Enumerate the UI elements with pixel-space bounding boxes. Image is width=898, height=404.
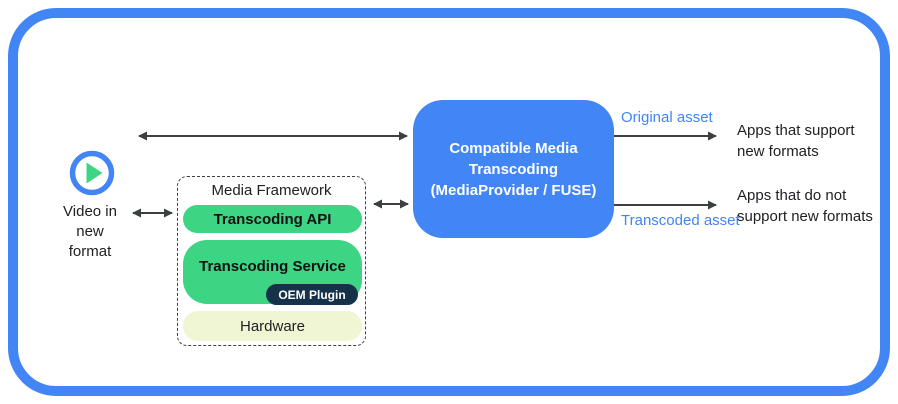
apps-support-text: Apps that support new formats [737,122,855,160]
oem-plugin-pill: OEM Plugin [266,284,358,305]
hardware-pill: Hardware [183,311,362,341]
outer-rounded-frame [8,8,890,396]
original-asset-label: Original asset [621,109,713,126]
transcoding-api-pill: Transcoding API [183,205,362,233]
transcoded-asset-label: Transcoded asset [621,212,740,229]
hub-line-3: (MediaProvider / FUSE) [430,181,597,199]
apps-no-support-text: Apps that do not support new formats [737,187,873,225]
video-source-label: Video in new format [63,203,117,260]
compatible-media-transcoding-box: Compatible Media Transcoding (MediaProvi… [413,100,614,238]
hub-line-1: Compatible Media [449,139,578,157]
hub-line-2: Transcoding [468,160,559,178]
media-framework-box [177,176,366,346]
media-framework-title: Media Framework [211,182,332,199]
play-icon [69,150,115,196]
